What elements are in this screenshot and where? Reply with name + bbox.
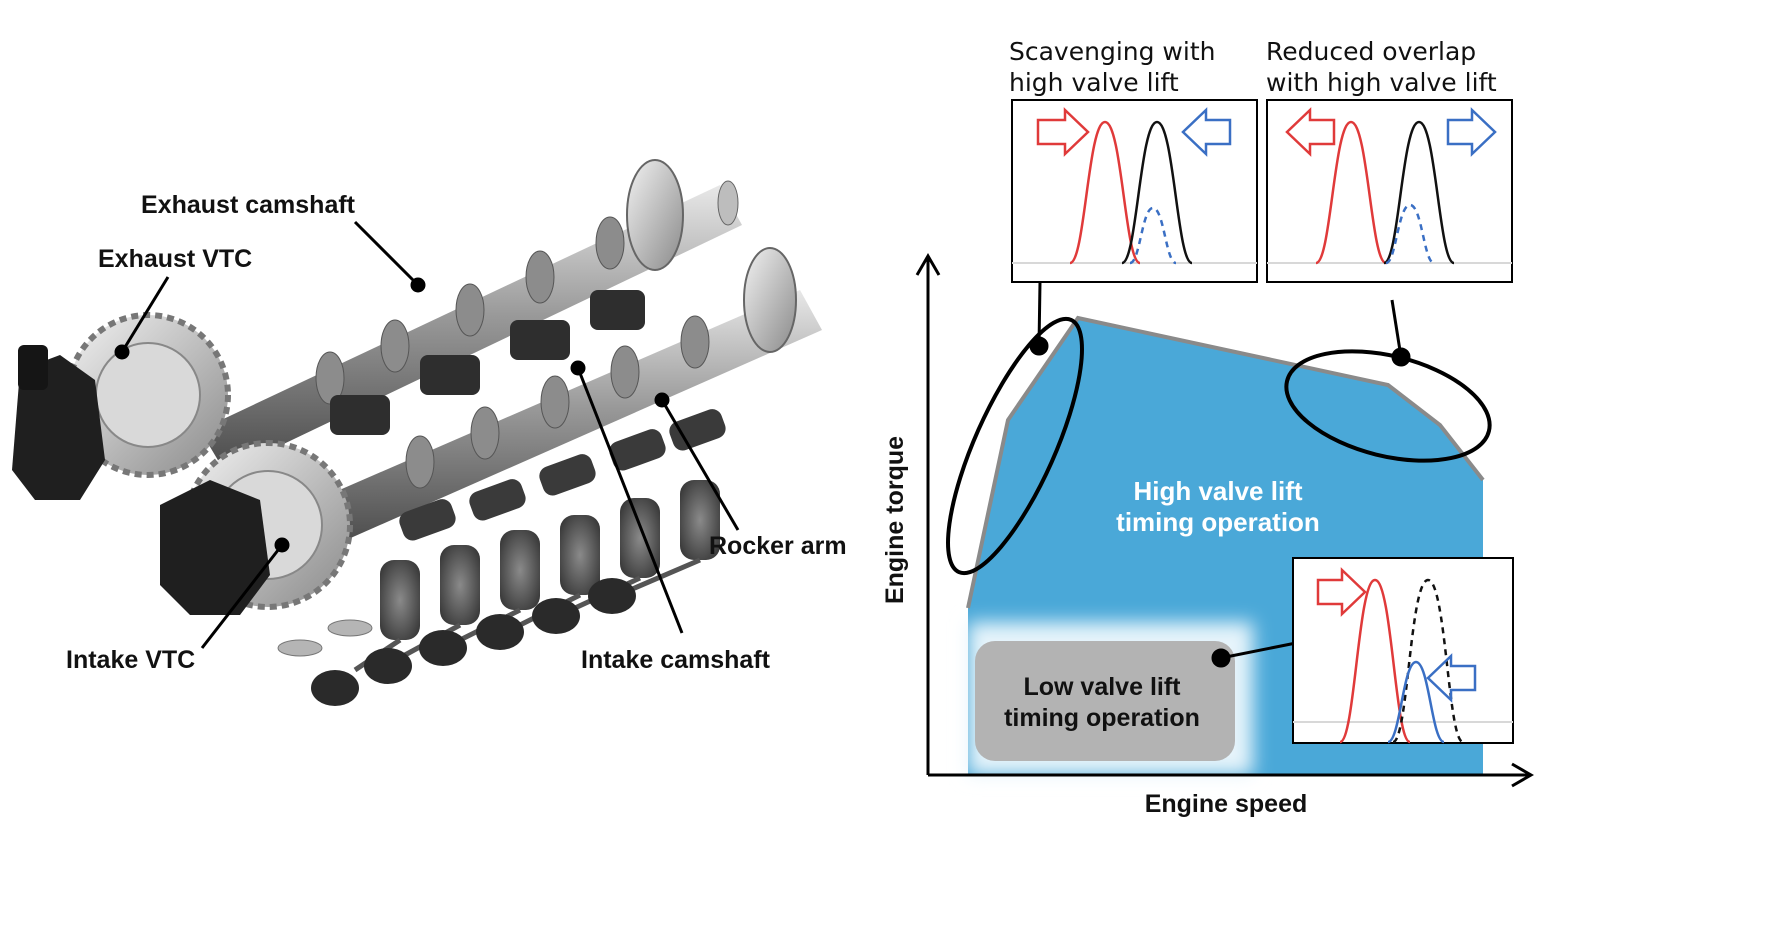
inset-overlap-title-line2: with high valve lift [1266, 68, 1497, 97]
right-arrow-icon [1036, 107, 1090, 157]
label-intake-vtc: Intake VTC [66, 646, 195, 674]
label-intake-camshaft: Intake camshaft [581, 646, 771, 674]
max-torque-curve [966, 315, 1485, 609]
x-axis-label: Engine speed [1145, 790, 1308, 818]
low-lift-curve [1387, 660, 1445, 744]
exhaust-lift-curve [1338, 578, 1412, 744]
intake-camshaft-graphic [305, 247, 822, 548]
leader-lines [114, 220, 740, 649]
inset-scavenging [1011, 99, 1258, 283]
left-arrow-icon [1426, 653, 1477, 703]
left-arrow-icon [1181, 107, 1232, 157]
intake-high-lift-curve [1391, 578, 1465, 744]
exhaust-lift-curve [1069, 120, 1141, 265]
intake-lift-curve [1383, 120, 1455, 265]
low-region-label-line1: Low valve lift [1024, 673, 1182, 701]
inset-overlap-title-line1: Reduced overlap [1266, 37, 1476, 66]
low-lift-region [968, 622, 1253, 775]
label-exhaust-vtc: Exhaust VTC [98, 245, 252, 273]
bearing-caps-graphic [330, 290, 645, 435]
left-arrow-icon [1285, 107, 1336, 157]
intake-vtc-graphic [160, 440, 353, 615]
high-region-label-line2: timing operation [1116, 507, 1320, 537]
label-exhaust-camshaft: Exhaust camshaft [141, 191, 356, 219]
valve-train-graphic [277, 409, 726, 706]
low-lift-curve [1129, 206, 1177, 265]
label-rocker-arm: Rocker arm [709, 532, 847, 560]
inset-scavenging-title-line2: high valve lift [1009, 68, 1179, 97]
y-axis-label: Engine torque [881, 436, 909, 604]
inset-reduced-overlap [1266, 99, 1513, 283]
right-arrow-icon [1446, 107, 1497, 157]
exhaust-lift-curve [1315, 120, 1387, 265]
inset-low-lift [1292, 557, 1514, 744]
low-speed-ellipse [946, 316, 1084, 576]
intake-lift-curve [1121, 120, 1193, 265]
low-lift-curve [1385, 203, 1435, 265]
exhaust-vtc-graphic [12, 312, 231, 500]
inset-connectors [1029, 281, 1411, 668]
camshaft-assembly-illustration: Exhaust camshaft Exhaust VTC Intake VTC … [12, 159, 847, 706]
high-region-label-line1: High valve lift [1133, 476, 1302, 506]
inset-scavenging-title-line1: Scavenging with [1009, 37, 1215, 66]
torque-speed-map: Engine torque Engine speed High valve li… [881, 37, 1534, 818]
axes [915, 253, 1534, 788]
right-arrow-icon [1316, 567, 1367, 617]
low-region-label-line2: timing operation [1004, 704, 1200, 732]
